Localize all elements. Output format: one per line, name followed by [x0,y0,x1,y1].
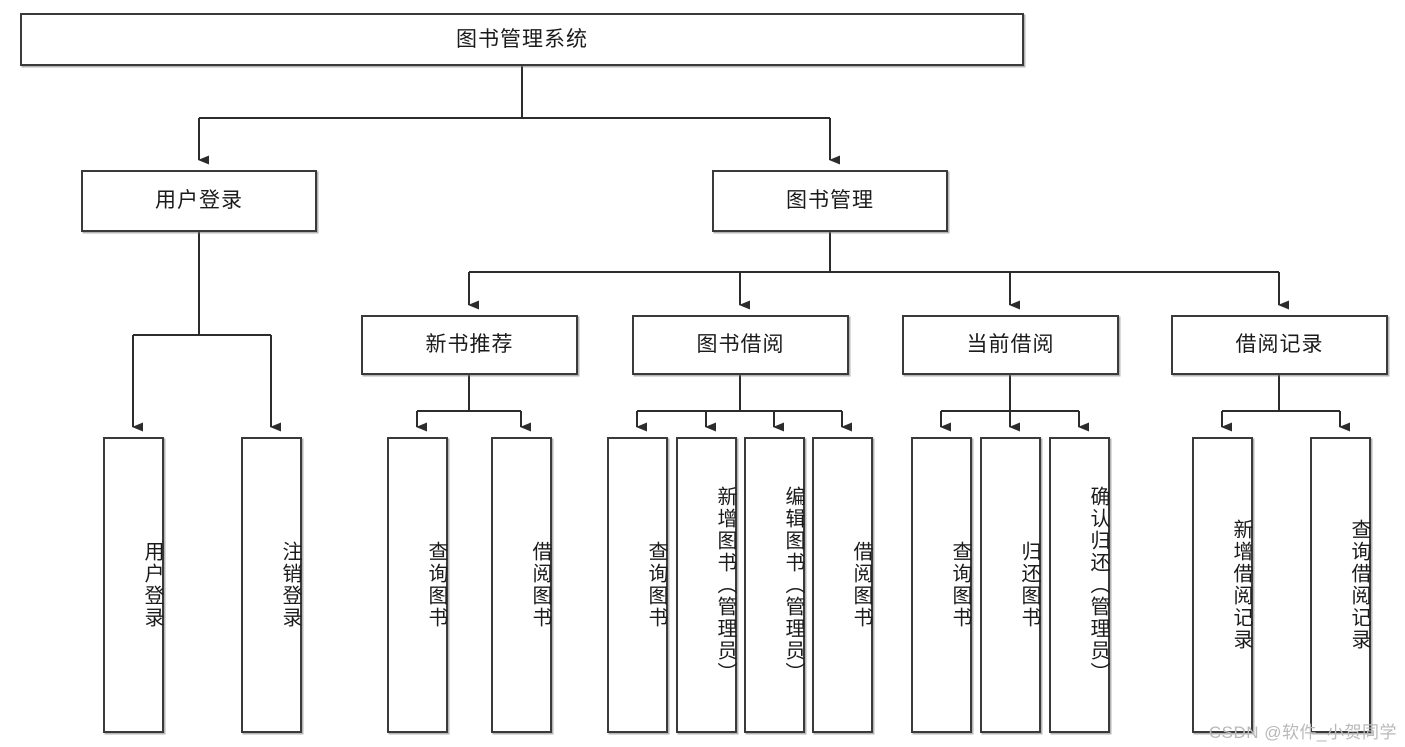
node-leaf-query-book-recommend[interactable]: 查询图书 [387,437,448,733]
node-label: 注销登录 [279,541,301,629]
node-leaf-borrow-book-recommend[interactable]: 借阅图书 [491,437,552,733]
node-label: 新书推荐 [425,333,514,357]
node-leaf-confirm-return-admin[interactable]: 确认归还（管理员） [1049,437,1110,733]
node-label: 借阅图书 [529,541,551,629]
node-label: 查询图书 [949,541,971,629]
node-label: 当前借阅 [966,333,1055,357]
node-label: 查询借阅记录 [1348,519,1370,651]
node-label: 归还图书 [1018,541,1040,629]
node-label: 确认归还（管理员） [1087,486,1109,684]
node-label: 查询图书 [425,541,447,629]
node-leaf-logout[interactable]: 注销登录 [241,437,302,733]
node-label: 编辑图书（管理员） [782,486,804,684]
node-book-management[interactable]: 图书管理 [712,170,948,232]
node-label: 图书管理 [786,189,874,213]
node-label: 图书借阅 [696,333,785,357]
node-leaf-add-book-admin[interactable]: 新增图书（管理员） [676,437,737,733]
node-leaf-query-book-borrow[interactable]: 查询图书 [607,437,668,733]
node-label: 新增图书（管理员） [714,486,736,684]
node-leaf-user-login[interactable]: 用户登录 [103,437,164,733]
node-user-login[interactable]: 用户登录 [81,170,317,232]
node-new-book-recommend[interactable]: 新书推荐 [361,315,578,375]
node-leaf-query-book-current[interactable]: 查询图书 [911,437,972,733]
node-leaf-query-borrow-record[interactable]: 查询借阅记录 [1310,437,1371,733]
node-label: 借阅记录 [1235,333,1324,357]
node-label: 用户登录 [141,541,163,629]
csdn-watermark: CSDN @软件_小贺同学 [1208,723,1397,742]
node-label: 用户登录 [155,189,243,213]
node-leaf-add-borrow-record[interactable]: 新增借阅记录 [1192,437,1253,733]
node-label: 图书管理系统 [456,27,588,51]
node-borrow-record[interactable]: 借阅记录 [1171,315,1388,375]
node-label: 新增借阅记录 [1230,519,1252,651]
node-book-borrow[interactable]: 图书借阅 [632,315,849,375]
node-label: 查询图书 [645,541,667,629]
node-leaf-edit-book-admin[interactable]: 编辑图书（管理员） [744,437,805,733]
node-leaf-borrow-book[interactable]: 借阅图书 [812,437,873,733]
node-leaf-return-book[interactable]: 归还图书 [980,437,1041,733]
node-root-library-system[interactable]: 图书管理系统 [20,13,1024,66]
node-current-borrow[interactable]: 当前借阅 [902,315,1119,375]
node-label: 借阅图书 [850,541,872,629]
